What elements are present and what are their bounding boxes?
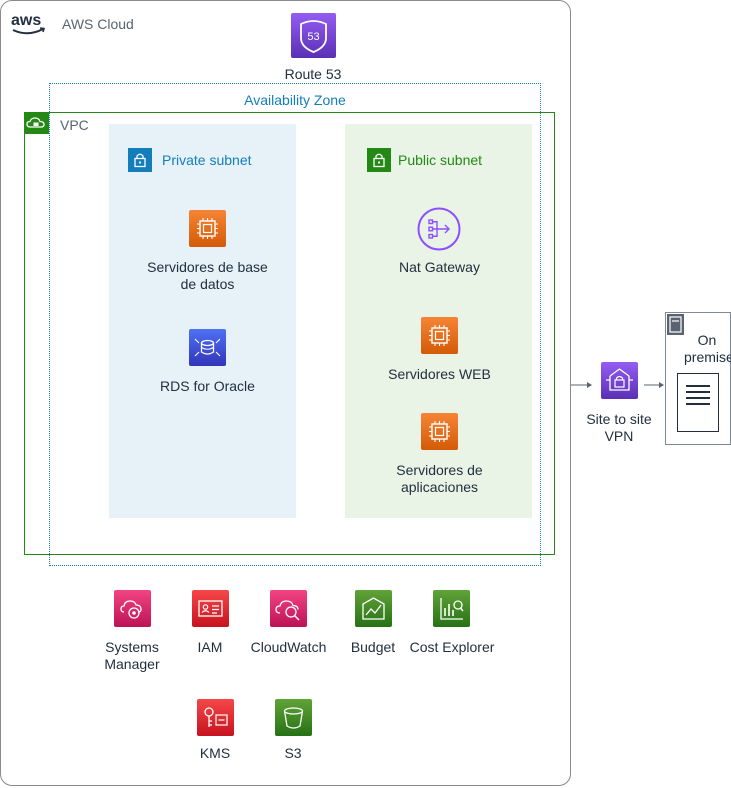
rds-oracle-icon[interactable]	[189, 329, 226, 366]
vpc-cloud-icon	[24, 112, 49, 134]
cost-explorer-icon[interactable]	[433, 590, 470, 627]
cost-explorer-label: Cost Explorer	[409, 639, 495, 655]
on-premise-label-line2: premise	[684, 349, 731, 365]
budget-icon[interactable]	[355, 590, 392, 627]
vpn-label-line1: Site to site	[586, 411, 652, 427]
db-servers-label: Servidores de base de datos	[130, 259, 285, 293]
app-servers-label: Servidores de aplicaciones	[362, 462, 517, 496]
iam-label: IAM	[197, 639, 223, 655]
app-servers-ec2-icon[interactable]	[421, 413, 458, 450]
public-subnet-lock-icon	[367, 148, 391, 172]
on-premise-label-line1: On	[697, 332, 717, 348]
kms-icon[interactable]	[197, 699, 234, 736]
cloudwatch-label: CloudWatch	[250, 639, 327, 655]
vpc-group	[24, 112, 555, 555]
nat-gateway-label: Nat Gateway	[399, 259, 480, 275]
on-premise-document-icon	[677, 373, 719, 432]
availability-zone-label: Availability Zone	[244, 92, 346, 108]
aws-logo-icon: aws	[11, 12, 46, 35]
vpn-label-line2: VPN	[604, 428, 634, 444]
app-servers-label-line2: aplicaciones	[400, 479, 479, 495]
aws-logo-text: aws	[11, 12, 41, 29]
vpn-connection-arrows	[571, 382, 664, 388]
db-servers-label-line1: Servidores de base	[147, 259, 268, 275]
db-servers-ec2-icon[interactable]	[189, 210, 226, 247]
systems-manager-label-line2: Manager	[104, 656, 160, 672]
vpc-label: VPC	[60, 117, 89, 133]
s3-label: S3	[284, 745, 302, 761]
route53-badge-text: 53	[307, 31, 319, 43]
cloudwatch-icon[interactable]	[270, 590, 307, 627]
aws-cloud-group	[0, 0, 571, 786]
private-subnet	[109, 124, 296, 518]
on-premise-server-icon	[667, 314, 684, 335]
web-servers-ec2-icon[interactable]	[421, 317, 458, 354]
systems-manager-icon[interactable]	[114, 590, 151, 627]
nat-gateway-icon[interactable]	[417, 207, 461, 251]
budget-label: Budget	[350, 639, 396, 655]
kms-label: KMS	[199, 745, 231, 761]
app-servers-label-line1: Servidores de	[396, 462, 483, 478]
on-premise-label: On premise	[684, 332, 731, 366]
site-to-site-vpn-icon[interactable]	[601, 362, 638, 399]
public-subnet-label: Public subnet	[398, 152, 483, 168]
web-servers-label: Servidores WEB	[388, 366, 491, 382]
route53-icon[interactable]: 53	[291, 13, 336, 58]
private-subnet-lock-icon	[128, 148, 152, 172]
systems-manager-label-line1: Systems	[105, 639, 159, 655]
db-servers-label-line2: de datos	[180, 276, 235, 292]
iam-icon[interactable]	[192, 590, 229, 627]
rds-oracle-label: RDS for Oracle	[160, 378, 255, 394]
aws-cloud-label: AWS Cloud	[62, 16, 134, 32]
route53-label: Route 53	[284, 66, 342, 82]
site-to-site-vpn-label: Site to site VPN	[570, 411, 668, 445]
private-subnet-label: Private subnet	[162, 152, 252, 168]
availability-zone	[49, 83, 541, 566]
s3-icon[interactable]	[275, 699, 312, 736]
systems-manager-label: Systems Manager	[92, 639, 172, 673]
